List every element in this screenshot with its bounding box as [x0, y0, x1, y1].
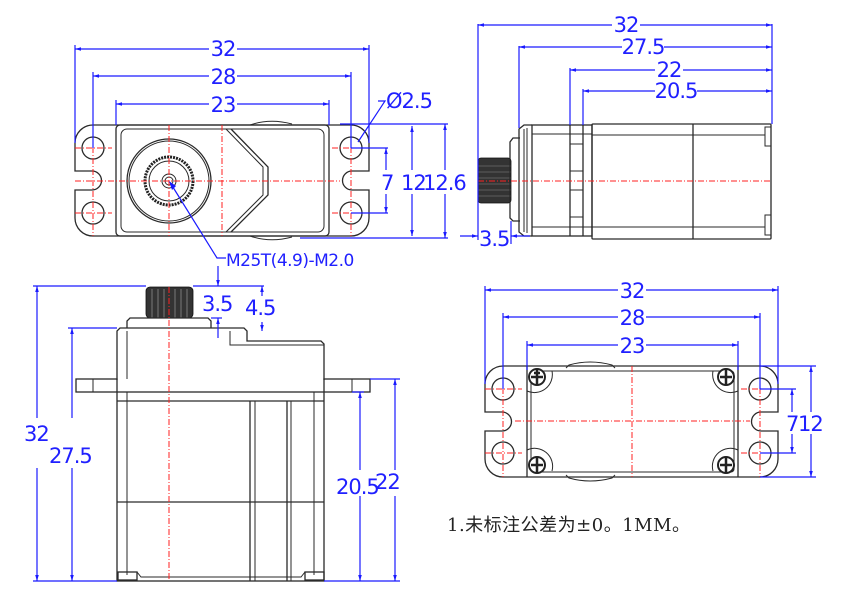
dim-text-bg	[24, 418, 104, 468]
dim-text-bg	[336, 470, 404, 496]
dim-text-bg	[209, 93, 237, 113]
dim-text-bg	[618, 280, 646, 300]
dim-label-hole-span: 28	[620, 306, 645, 330]
dim-label-overall: 32	[211, 37, 236, 61]
dim-label-gear-length: 3.5	[479, 227, 509, 251]
dim-label-overall: 32	[620, 279, 645, 303]
boss-flange	[509, 137, 520, 222]
dim-label-body: 23	[211, 93, 236, 117]
gear-teeth-lines	[151, 289, 188, 318]
hub-arc	[249, 120, 293, 126]
dim-text-bg	[618, 307, 646, 327]
foot-right	[304, 571, 325, 581]
dim-label-body-height: 12.6	[423, 171, 466, 195]
cover-clip	[565, 474, 616, 482]
dim-label-hole-dia: Ø2.5	[386, 89, 432, 113]
upper-case-outline	[116, 327, 325, 380]
dim-label-to-flange-inner: 20.5	[655, 79, 698, 103]
dim-label-top-step: 4.5	[245, 296, 275, 320]
leader-arrowhead	[169, 181, 176, 190]
dim-label-hole-span: 28	[211, 65, 236, 89]
dim-label-to-flange: 22	[657, 58, 682, 82]
front-view: 32 27.5 3.5 4.5 20.5 22	[24, 266, 404, 582]
dim-text-bg	[382, 170, 454, 194]
dim-label-body: 23	[620, 334, 645, 358]
top-view: 32 28 23 Ø2.5 7 12 12.6 M25T(4.9)-M2.0	[74, 37, 467, 271]
screw-head	[717, 368, 735, 386]
screw-head	[528, 368, 546, 386]
dim-text-bg	[655, 60, 683, 80]
foot-left	[117, 571, 138, 581]
step-line	[229, 331, 324, 346]
hub-arc	[249, 235, 293, 241]
screw-boss-arc	[526, 447, 554, 472]
screw-boss-arc	[712, 370, 739, 394]
dim-text-bg	[618, 335, 646, 355]
screw-head	[717, 456, 735, 474]
dim-label-overall: 32	[614, 13, 639, 37]
spline-callout-text: M25T(4.9)-M2.0	[226, 251, 354, 271]
gear-teeth-lines	[478, 165, 511, 197]
lower-case-outline	[116, 391, 325, 582]
dim-text-bg	[622, 37, 664, 57]
tolerance-note: 1.未标注公差为±0。1MM。	[447, 515, 691, 536]
dim-label-ear-top-to-bottom: 22	[375, 470, 400, 494]
dim-label-hole-pitch: 7	[786, 412, 798, 436]
spline-callout-leader	[170, 183, 226, 259]
dim-label-overall-height: 32	[24, 422, 49, 446]
bottom-cover-notch	[764, 126, 771, 147]
mounting-ear-right	[323, 378, 371, 393]
bottom-view: 32 28 23 7 12	[484, 279, 826, 482]
mounting-ear-left	[75, 378, 118, 393]
dim-label-body-height: 27.5	[49, 444, 92, 468]
dim-label-plate-height: 12	[798, 412, 823, 436]
dim-label-plate-height: 12	[401, 171, 426, 195]
screw-boss-arc	[711, 447, 739, 472]
mount-hole	[491, 441, 515, 465]
dim-text-bg	[786, 412, 826, 434]
dim-label-gear-height: 3.5	[202, 292, 232, 316]
screw-boss-arc	[526, 370, 553, 394]
bottom-chamfer	[136, 571, 306, 578]
dim-text-bg	[612, 15, 640, 35]
screw-head	[528, 456, 546, 474]
hole-dia-leader	[357, 100, 387, 143]
side-view: 32 27.5 22 20.5 3.5	[460, 13, 773, 251]
bottom-cover-notch	[764, 214, 771, 236]
dim-text-bg	[209, 38, 237, 58]
dim-text-bg	[209, 65, 237, 85]
dim-label-to-collar: 27.5	[622, 35, 665, 59]
cover-clip	[565, 361, 616, 369]
dim-label-ear-to-bottom: 20.5	[336, 475, 379, 499]
screw-bosses	[526, 370, 739, 472]
dim-text-bg	[655, 81, 697, 101]
dim-label-hole-pitch: 7	[381, 171, 393, 195]
